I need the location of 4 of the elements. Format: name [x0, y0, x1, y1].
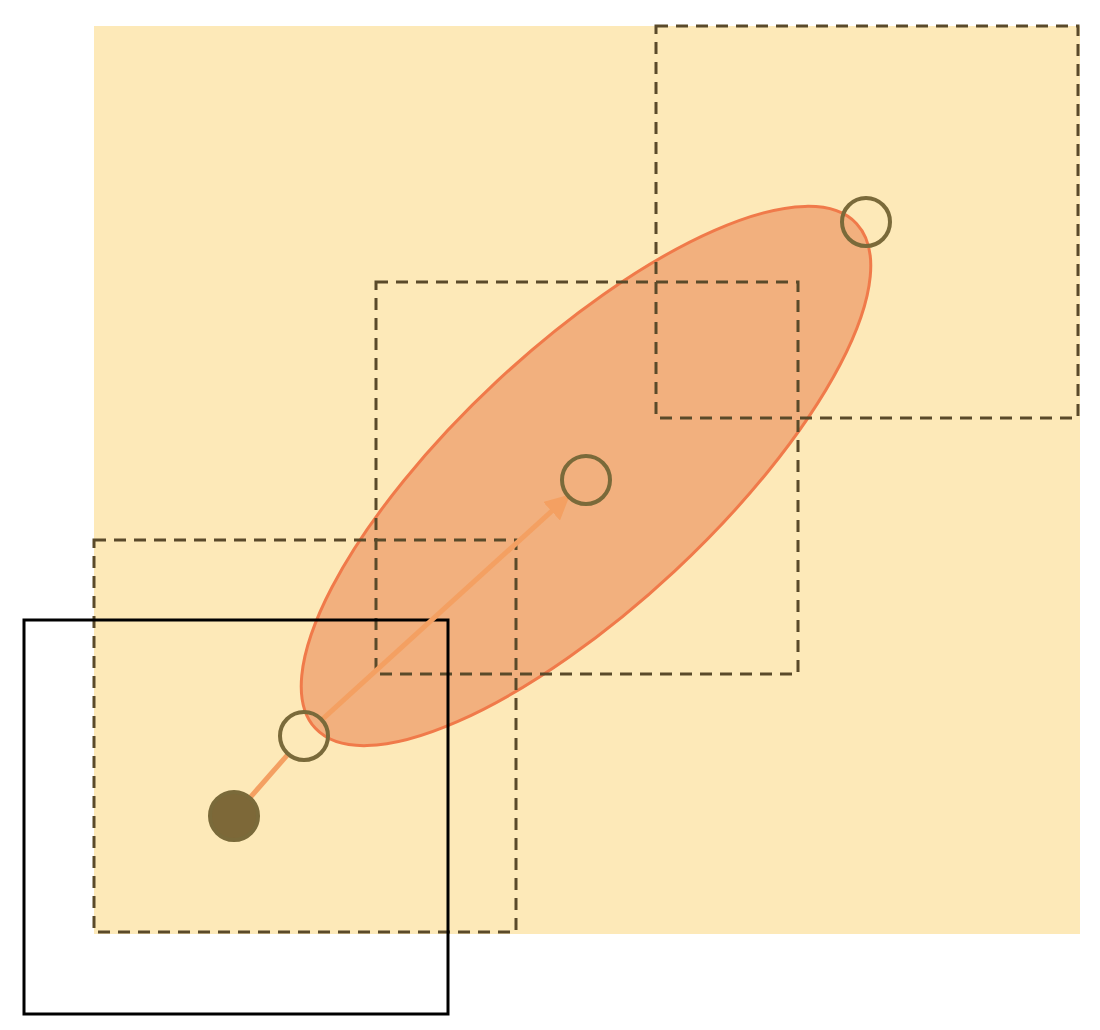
circle-marker — [840, 196, 892, 248]
arrow — [320, 494, 571, 722]
circle-marker — [560, 454, 612, 506]
circle-marker — [278, 710, 330, 762]
